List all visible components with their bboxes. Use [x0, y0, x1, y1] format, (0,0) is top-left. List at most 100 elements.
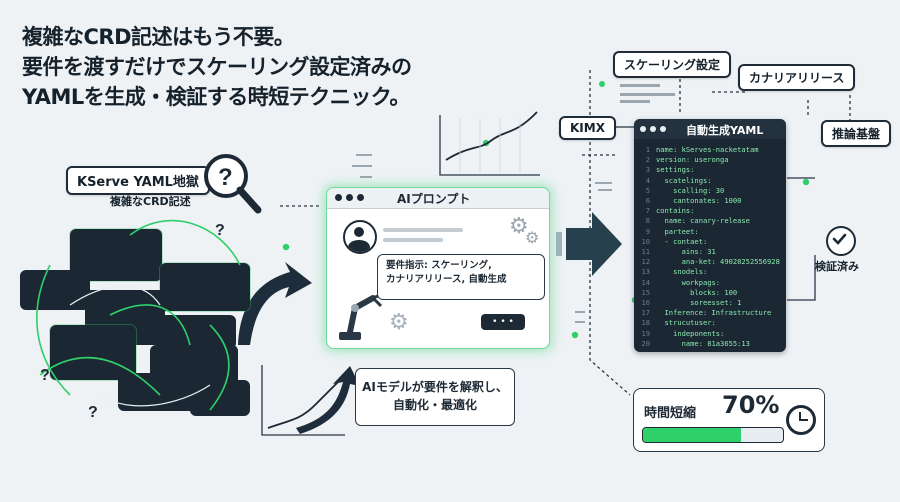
- yaml-line-number: 4: [645, 175, 650, 185]
- yaml-line: 2 version: useronga: [634, 155, 786, 165]
- yaml-line-text: - contaet:: [656, 236, 708, 246]
- kimx-tag: KIMX: [559, 116, 616, 140]
- magnifier-question-icon: ?: [198, 148, 268, 218]
- kserve-yaml-hell-label: KServe YAML地獄: [66, 166, 210, 195]
- yaml-line-text: ana-ket: 49028252556928: [656, 257, 780, 267]
- yaml-line: 5 scalling: 30: [634, 186, 786, 196]
- tangled-code-cards: ? ? ? ?: [10, 195, 255, 425]
- yaml-line-number: 12: [641, 257, 650, 267]
- bubble-line-1: 要件指示: スケーリング,: [386, 260, 492, 271]
- yaml-line: 18 strucutuser:: [634, 318, 786, 328]
- scaling-thumb: [620, 78, 700, 110]
- window-dot-icon: [346, 194, 353, 201]
- yaml-line-number: 20: [641, 338, 650, 348]
- svg-text:?: ?: [50, 277, 60, 294]
- prompt-window-titlebar: AIプロンプト: [327, 188, 549, 209]
- yaml-line-number: 7: [645, 206, 650, 216]
- bubble-line-2: カナリアリリース, 自動生成: [386, 274, 507, 285]
- check-circle-icon: [826, 226, 856, 256]
- yaml-window-titlebar: 自動生成YAML: [634, 119, 786, 139]
- complex-crd-label: 複雑なCRD記述: [110, 195, 191, 208]
- yaml-line-number: 9: [645, 226, 650, 236]
- yaml-line-number: 18: [641, 318, 650, 328]
- yaml-line-number: 11: [641, 247, 650, 257]
- generated-yaml-window: 自動生成YAML 1 name: kServes-nacketatam 2 versi…: [634, 119, 786, 352]
- gear-icon: ⚙: [509, 214, 529, 239]
- window-dot-icon: [640, 126, 646, 132]
- question-mark-glyph: ?: [218, 164, 233, 191]
- requirement-bubble: 要件指示: スケーリング, カナリアリリース, 自動生成: [377, 254, 545, 300]
- yaml-line-number: 14: [641, 277, 650, 287]
- svg-text:?: ?: [88, 404, 98, 421]
- yaml-line-text: soreesset: 1: [656, 298, 742, 308]
- ai-model-caption: AIモデルが要件を解釈し、 自動化・最適化: [355, 368, 515, 426]
- yaml-line: 20 name: 81a3655:13: [634, 339, 786, 349]
- headline: 複雑なCRD記述はもう不要。 要件を渡すだけでスケーリング設定済みの YAMLを…: [22, 22, 492, 112]
- yaml-line: 10 - contaet:: [634, 237, 786, 247]
- yaml-line-text: parteet:: [656, 226, 699, 236]
- yaml-line: 17 Inference: Infrastructure: [634, 308, 786, 318]
- yaml-line-text: settings:: [656, 165, 695, 175]
- yaml-line-text: cantonates: 1000: [656, 196, 742, 206]
- yaml-line: 13 snodels:: [634, 267, 786, 277]
- yaml-line: 19 indeponents:: [634, 329, 786, 339]
- window-dot-icon: [335, 194, 342, 201]
- yaml-line-text: scatelings:: [656, 175, 712, 185]
- yaml-line-number: 10: [641, 236, 650, 246]
- time-saving-progress-bar: [642, 427, 784, 443]
- yaml-line: 6 cantonates: 1000: [634, 196, 786, 206]
- yaml-line-text: strucutuser:: [656, 318, 716, 328]
- yaml-line-number: 2: [645, 155, 650, 165]
- yaml-line-number: 15: [641, 287, 650, 297]
- gear-icon: ⚙: [389, 310, 409, 335]
- yaml-code: 1 name: kServes-nacketatam 2 version: usero…: [634, 139, 786, 349]
- verified-label: 検証済み: [815, 260, 859, 273]
- yaml-line-number: 5: [645, 185, 650, 195]
- yaml-line-text: blocks: 100: [656, 287, 738, 297]
- yaml-line-number: 13: [641, 267, 650, 277]
- yaml-line: 8 name: canary-release: [634, 216, 786, 226]
- user-avatar-icon: [343, 220, 377, 254]
- scaling-settings-tag: スケーリング設定: [613, 51, 732, 78]
- svg-text:?: ?: [215, 222, 225, 239]
- yaml-line-number: 19: [641, 328, 650, 338]
- headline-line-1: 複雑なCRD記述はもう不要。: [22, 25, 295, 49]
- time-saving-card: 時間短縮 70%: [633, 388, 825, 452]
- time-saving-value: 70%: [722, 391, 780, 419]
- yaml-line-text: name: 81a3655:13: [656, 338, 750, 348]
- ai-prompt-window: AIプロンプト ⚙ ⚙ ⚙ 要件指示: スケーリング, カナリアリリース, 自動…: [326, 187, 550, 349]
- yaml-line-number: 17: [641, 308, 650, 318]
- yaml-line: 3 settings:: [634, 165, 786, 175]
- yaml-line-number: 8: [645, 216, 650, 226]
- yaml-line-text: name: kServes-nacketatam: [656, 145, 759, 154]
- yaml-line-text: version: useronga: [656, 155, 729, 165]
- yaml-line-text: snodels:: [656, 267, 708, 277]
- window-dot-icon: [357, 194, 364, 201]
- headline-line-3: YAMLを生成・検証する時短テクニック。: [22, 85, 411, 109]
- send-button[interactable]: • • •: [481, 314, 525, 330]
- time-saving-label: 時間短縮: [644, 406, 697, 421]
- yaml-line: 4 scatelings:: [634, 176, 786, 186]
- yaml-line-text: scalling: 30: [656, 185, 725, 195]
- yaml-line-number: 16: [641, 298, 650, 308]
- yaml-line: 16 soreesset: 1: [634, 298, 786, 308]
- canary-release-tag: カナリアリリース: [738, 64, 856, 91]
- headline-line-2: 要件を渡すだけでスケーリング設定済みの: [22, 55, 412, 79]
- yaml-line-text: workpags:: [656, 277, 721, 287]
- yaml-line-number: 1: [645, 145, 650, 154]
- yaml-line: 1 name: kServes-nacketatam: [634, 145, 786, 155]
- gear-small-icon: ⚙: [525, 228, 540, 247]
- yaml-line: 15 blocks: 100: [634, 288, 786, 298]
- tangle-arrows: ? ? ? ?: [36, 219, 241, 421]
- yaml-line: 12 ana-ket: 49028252556928: [634, 257, 786, 267]
- yaml-line-text: name: canary-release: [656, 216, 750, 226]
- caption-line-2: 自動化・最適化: [392, 398, 477, 412]
- prompt-window-title: AIプロンプト: [397, 192, 471, 206]
- progress-fill: [643, 428, 741, 442]
- window-dot-icon: [660, 126, 666, 132]
- yaml-line-number: 3: [645, 165, 650, 175]
- window-dot-icon: [650, 126, 656, 132]
- yaml-line: 9 parteet:: [634, 227, 786, 237]
- svg-text:?: ?: [40, 367, 50, 384]
